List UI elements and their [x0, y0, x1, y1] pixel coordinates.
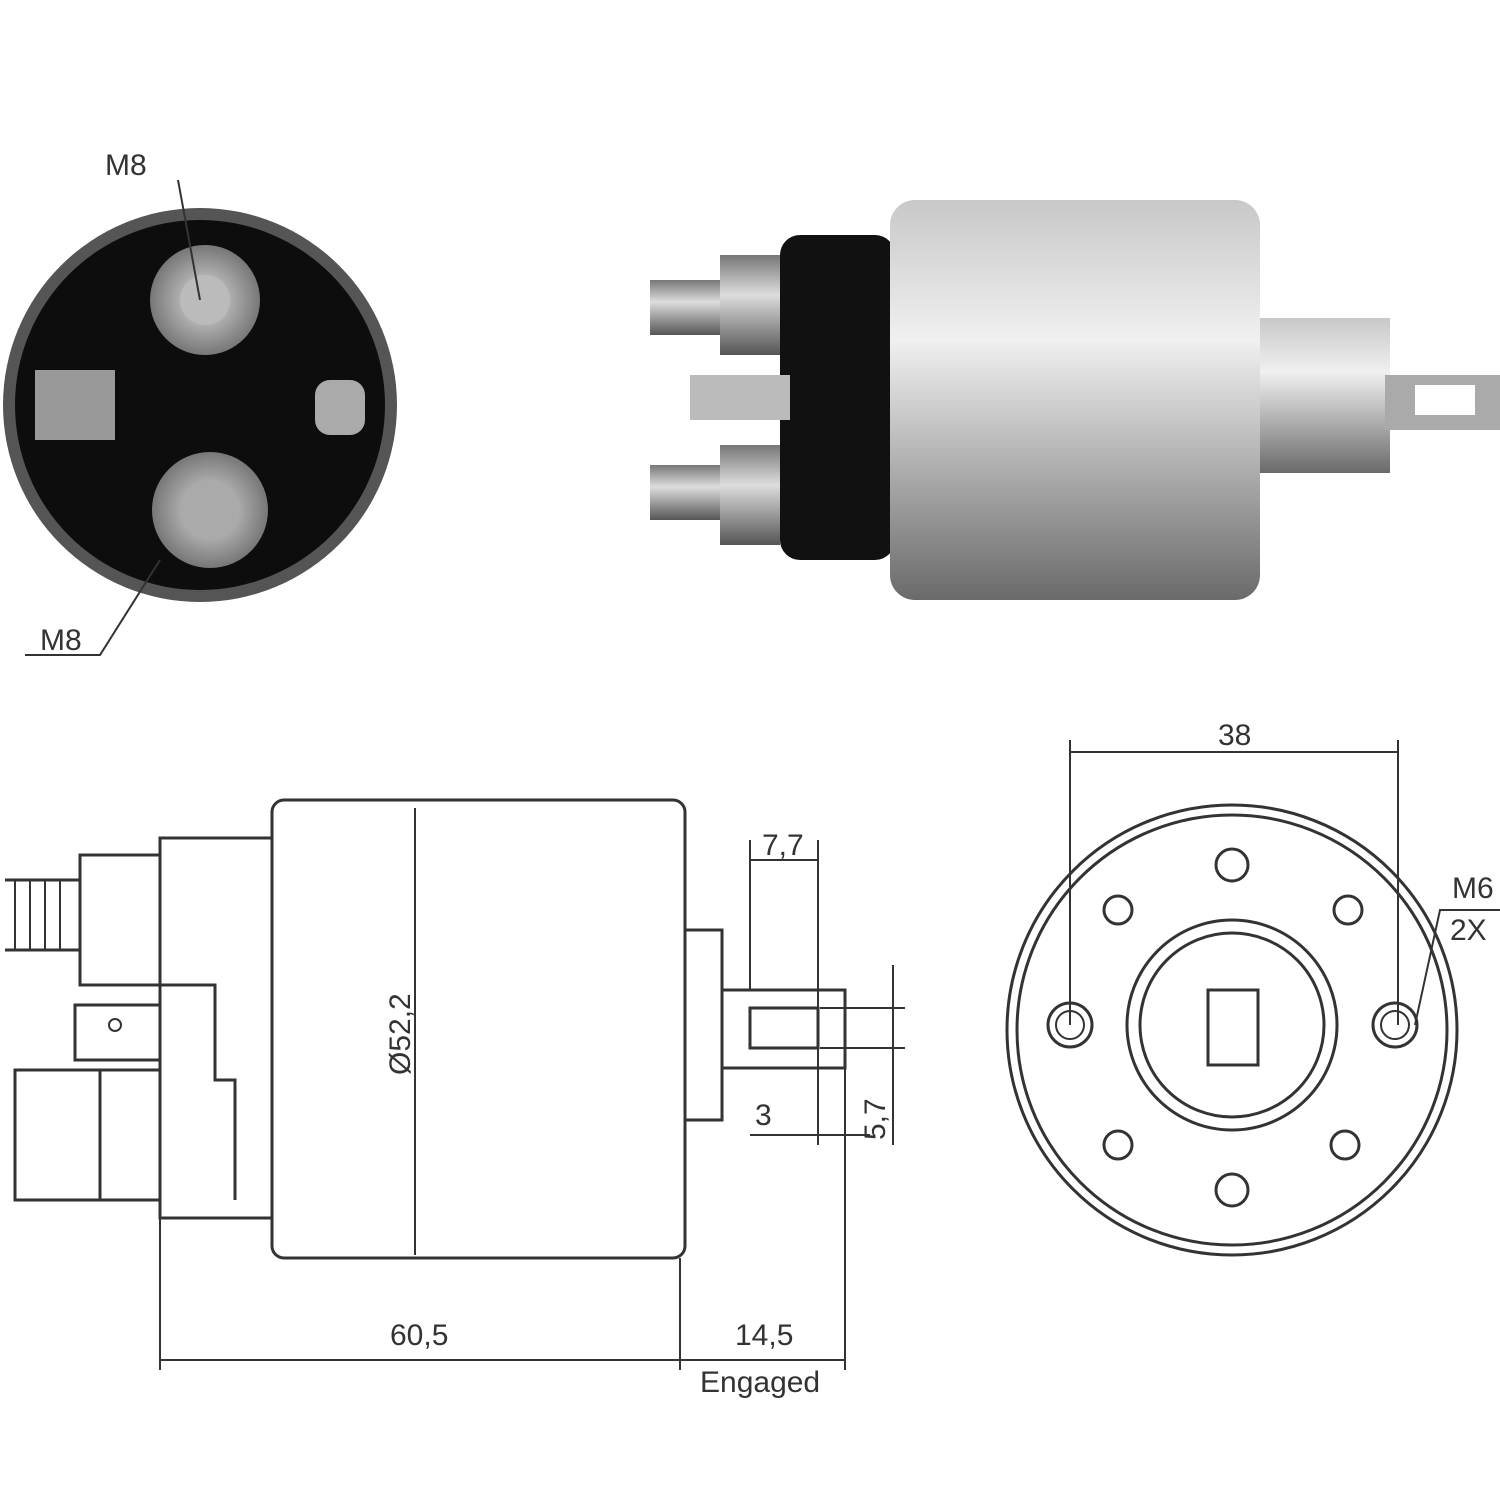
upper-stud [650, 280, 730, 335]
lower-stud [650, 465, 730, 520]
hole-thread-label: M6 [1452, 872, 1494, 905]
body-outline [270, 798, 687, 1260]
bottom-thread-label: M8 [40, 624, 82, 657]
side-view-drawing: Ø52,2 7,7 3 5,7 60,5 14,5 Engaged [5, 798, 905, 1399]
plunger-flange [683, 928, 724, 1122]
spade-terminal [690, 375, 790, 420]
plunger [1255, 318, 1390, 473]
travel-label: 14,5 [735, 1319, 793, 1352]
spade-terminal-drawing [73, 1003, 162, 1062]
solenoid-side-photo [650, 200, 1500, 600]
flange-outline [1005, 803, 1459, 1257]
plunger-offset-label: 3 [755, 1099, 772, 1132]
solenoid-end-view-photo: M8 M8 [3, 149, 397, 657]
solenoid-can [890, 200, 1260, 600]
side-terminal-left [35, 370, 115, 440]
side-terminal-right [315, 380, 365, 435]
slot-height-label: 5,7 [859, 1098, 892, 1140]
body-length-label: 60,5 [390, 1319, 448, 1352]
mounting-holes [1046, 1001, 1419, 1049]
engaged-label: Engaged [700, 1366, 820, 1399]
plunger-drawing [720, 988, 847, 1070]
upper-terminal-nut [78, 853, 162, 987]
top-thread-label: M8 [105, 149, 147, 182]
hole-count-label: 2X [1450, 914, 1487, 947]
hole-spacing-label: 38 [1218, 719, 1251, 752]
terminal-cap [780, 235, 895, 560]
lower-terminal-nut [13, 1068, 162, 1202]
plunger-slot [1206, 988, 1260, 1067]
rivet-holes [1102, 847, 1364, 1208]
diameter-label: Ø52,2 [384, 993, 417, 1075]
slot-width-label: 7,7 [762, 829, 804, 862]
flange-view-drawing: 38 M6 2X [1005, 719, 1500, 1257]
